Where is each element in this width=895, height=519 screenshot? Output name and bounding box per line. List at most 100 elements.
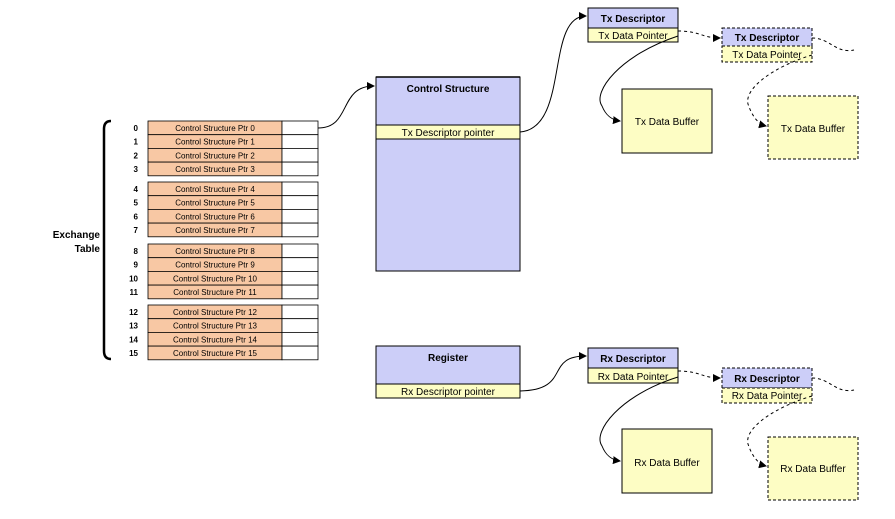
control-structure-ptr-label: Control Structure Ptr 14 [173,335,258,344]
exchange-table-index: 4 [134,185,139,194]
control-structure-ptr-label: Control Structure Ptr 10 [173,274,258,283]
tx-descriptor: Tx Descriptor Tx Data Pointer [587,7,679,43]
tx-descriptor-next-title: Tx Descriptor [735,33,800,44]
exchange-table-row: 13 Control Structure Ptr 13 [129,318,319,333]
control-structure-ptr-label: Control Structure Ptr 3 [175,165,255,174]
control-structure-title: Control Structure [407,84,490,95]
exchange-table-label: Exchange Table [53,230,101,255]
exchange-table-index: 11 [130,288,139,297]
exchange-table-index: 6 [134,212,139,221]
tx-data-buffer-next: Tx Data Buffer [767,95,859,160]
control-structure-ptr-value-cell [281,243,319,259]
control-structure-ptr-value-cell [281,120,319,136]
control-structure-ptr-value-cell [281,331,319,347]
exchange-table-index: 7 [134,226,139,235]
control-structure-ptr-label: Control Structure Ptr 15 [173,349,258,358]
control-structure: Control Structure Tx Descriptor pointer [375,76,521,272]
control-structure-ptr-value-cell [281,222,319,238]
control-structure-ptr-label: Control Structure Ptr 8 [175,247,255,256]
control-structure-ptr-value-cell [281,161,319,177]
exchange-table-index: 9 [134,261,139,270]
exchange-table-row: 0 Control Structure Ptr 0 [134,120,319,136]
exchange-table-row: 1 Control Structure Ptr 1 [134,134,319,149]
tx-data-buffer: Tx Data Buffer [621,88,713,154]
exchange-table-label-line1: Exchange [53,230,101,241]
exchange-table-index: 8 [134,247,139,256]
control-structure-ptr-value-cell [281,318,319,333]
rx-descriptor-next-title: Rx Descriptor [734,374,800,385]
control-structure-ptr-value-cell [281,181,319,197]
exchange-table-index: 3 [134,165,139,174]
register-to-rx-descriptor-arrow [519,352,587,392]
ptr0-to-control-structure-arrow [317,82,375,129]
control-structure-ptr-label: Control Structure Ptr 9 [175,261,255,270]
tx-next-descriptor-continuation [811,37,855,52]
control-structure-to-tx-descriptor-arrow [519,12,587,133]
control-structure-ptr-value-cell [281,208,319,224]
exchange-table-row: 10 Control Structure Ptr 10 [129,270,319,286]
control-structure-ptr-value-cell [281,304,319,320]
control-structure-ptr-label: Control Structure Ptr 7 [175,226,255,235]
tx-next-pointer-to-buffer-arrow [747,54,813,129]
control-structure-ptr-label: Control Structure Ptr 11 [173,288,257,297]
exchange-table-row: 15 Control Structure Ptr 15 [129,345,319,361]
exchange-table-row: 8 Control Structure Ptr 8 [134,243,319,259]
exchange-table-index: 14 [129,335,138,344]
control-structure-ptr-label: Control Structure Ptr 13 [173,322,258,331]
tx-descriptor-title: Tx Descriptor [601,14,666,25]
tx-data-buffer-next-label: Tx Data Buffer [781,124,846,135]
rx-data-pointer-to-buffer-arrow [599,376,679,465]
rx-data-buffer-next-label: Rx Data Buffer [780,464,846,475]
control-structure-ptr-label: Control Structure Ptr 2 [175,151,255,160]
exchange-table-brace [102,119,112,361]
tx-descriptor-pointer-label: Tx Descriptor pointer [402,128,495,139]
control-structure-ptr-label: Control Structure Ptr 5 [175,199,255,208]
control-structure-ptr-label: Control Structure Ptr 1 [175,138,255,147]
control-structure-ptr-label: Control Structure Ptr 4 [175,185,255,194]
control-structure-ptr-label: Control Structure Ptr 12 [173,308,258,317]
exchange-table-row: 5 Control Structure Ptr 5 [134,195,319,210]
exchange-table-index: 0 [134,124,139,133]
exchange-table-index: 13 [129,322,138,331]
exchange-table-row: 6 Control Structure Ptr 6 [134,208,319,224]
register-title: Register [428,353,468,364]
exchange-table-row: 14 Control Structure Ptr 14 [129,331,319,347]
tx-data-pointer-to-buffer-arrow [599,35,679,125]
rx-next-descriptor-continuation [811,377,855,392]
exchange-table-index: 15 [129,349,138,358]
rx-descriptor: Rx Descriptor Rx Data Pointer [587,347,679,384]
control-structure-ptr-value-cell [281,134,319,149]
exchange-table-index: 5 [134,199,139,208]
exchange-table-index: 10 [129,274,138,283]
rx-descriptor-title: Rx Descriptor [600,354,666,365]
rx-data-pointer-label: Rx Data Pointer [598,372,669,383]
control-structure-ptr-label: Control Structure Ptr 6 [175,212,255,221]
exchange-table-row: 4 Control Structure Ptr 4 [134,181,319,197]
tx-descriptor-next: Tx Descriptor Tx Data Pointer [721,27,813,63]
exchange-table-row: 3 Control Structure Ptr 3 [134,161,319,177]
exchange-table-row: 11 Control Structure Ptr 11 [130,284,319,300]
control-structure-ptr-value-cell [281,270,319,286]
exchange-table-label-line2: Table [75,244,101,255]
exchange-table-index: 1 [134,138,139,147]
rx-descriptor-to-next-arrow [677,370,721,382]
exchange-table-row: 7 Control Structure Ptr 7 [134,222,319,238]
register: Register Rx Descriptor pointer [375,345,521,399]
control-structure-ptr-value-cell [281,257,319,272]
exchange-table-row: 9 Control Structure Ptr 9 [134,257,319,272]
control-structure-ptr-value-cell [281,147,319,163]
tx-data-pointer-next-label: Tx Data Pointer [732,50,802,61]
rx-descriptor-next: Rx Descriptor Rx Data Pointer [721,367,813,404]
control-structure-ptr-label: Control Structure Ptr 0 [175,124,255,133]
rx-data-buffer-label: Rx Data Buffer [634,458,700,469]
rx-data-buffer-next: Rx Data Buffer [767,436,859,501]
control-structure-ptr-value-cell [281,345,319,361]
tx-data-pointer-label: Tx Data Pointer [598,31,668,42]
rx-descriptor-pointer-label: Rx Descriptor pointer [401,387,496,398]
control-structure-ptr-value-cell [281,284,319,300]
tx-data-buffer-label: Tx Data Buffer [635,117,700,128]
